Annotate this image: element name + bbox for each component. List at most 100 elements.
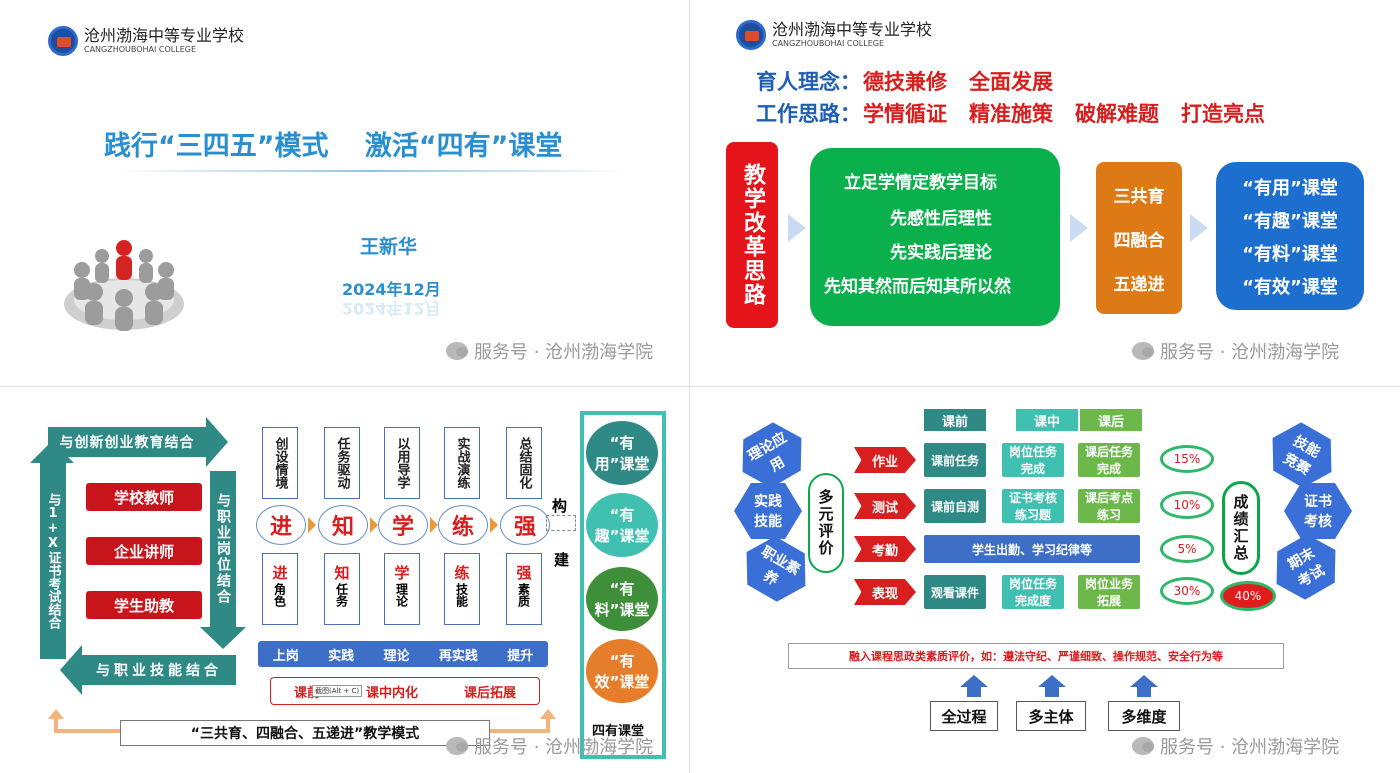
row-label-arrow: 测试 bbox=[854, 493, 916, 519]
stage-top-box: 创设情境 bbox=[262, 427, 298, 499]
dim-multi-subject: 多主体 bbox=[1016, 701, 1086, 731]
principle-line: 先感性后理性 bbox=[890, 209, 992, 229]
bottom-arrow: 与职业技能结合 bbox=[82, 655, 236, 685]
step-label: 实践 bbox=[328, 648, 355, 664]
green-principles-box: 立足学情定教学目标 先感性后理性 先实践后理论 先知其然而后知其所以然 bbox=[810, 148, 1060, 326]
stage-circle: 进 bbox=[256, 505, 306, 545]
watermark: 服务号 · 沧州渤海学院 bbox=[1132, 733, 1339, 759]
arrow-right-icon bbox=[1190, 214, 1208, 242]
class-line: “有趣”课堂 bbox=[1242, 210, 1338, 232]
stage-bottom-box: 学理论 bbox=[384, 553, 420, 625]
stage-goal: 任务 bbox=[334, 583, 349, 607]
row-percent: 15% bbox=[1160, 445, 1214, 473]
construct-label-2: 建 bbox=[554, 551, 570, 569]
stage-goal: 角色 bbox=[272, 583, 287, 607]
model-line: 三共育 bbox=[1113, 186, 1165, 207]
stage-goal: 技能 bbox=[454, 583, 469, 607]
principle-line: 立足学情定教学目标 bbox=[844, 173, 997, 193]
row-label-arrow: 表现 bbox=[854, 579, 916, 605]
eval-row-performance: 表现 观看课件 岗位任务完成度 岗位业务拓展 30% bbox=[854, 573, 1314, 613]
wechat-icon bbox=[446, 737, 468, 755]
row-cell: 课前任务 bbox=[924, 443, 986, 477]
stage-goal: 素质 bbox=[516, 583, 531, 607]
watermark: 服务号 · 沧州渤海学院 bbox=[1132, 338, 1339, 364]
bottom-box-row: 进角色 知任务 学理论 练技能 强素质 bbox=[262, 553, 542, 625]
approach-item: 打造亮点 bbox=[1181, 102, 1265, 126]
philosophy-item: 全面发展 bbox=[969, 70, 1053, 94]
principle-line: 先实践后理论 bbox=[890, 243, 992, 263]
stage-bottom-box: 强素质 bbox=[506, 553, 542, 625]
phase-label: 课中内化 bbox=[365, 685, 418, 701]
screenshot-tooltip: 截图(Alt + C) bbox=[312, 685, 363, 697]
class-circle-effective: “有效”课堂 bbox=[586, 639, 658, 703]
stage-bottom-box: 进角色 bbox=[262, 553, 298, 625]
column-head-in: 课中 bbox=[1016, 409, 1078, 431]
hex-professional-quality: 职业素养 bbox=[733, 528, 820, 610]
arrow-up-stem bbox=[967, 687, 981, 697]
row-label-arrow: 作业 bbox=[854, 447, 916, 473]
construct-label-1: 构 bbox=[552, 497, 568, 515]
reform-idea-box: 教学改革思路 bbox=[726, 142, 778, 328]
role-enterprise-lecturer: 企业讲师 bbox=[86, 537, 202, 565]
arrow-up-icon bbox=[1038, 675, 1066, 687]
hex-practice-skills: 实践技能 bbox=[734, 483, 802, 539]
date-reflection: 2024年12月 bbox=[342, 299, 441, 318]
loop-arrow-right bbox=[546, 713, 550, 731]
top-box-row: 创设情境 任务驱动 以用导学 实战演练 总结固化 bbox=[262, 427, 542, 499]
row-cell: 岗位任务完成度 bbox=[1002, 575, 1064, 609]
approach-line: 工作思路： 学情循证 精准施策 破解难题 打造亮点 bbox=[756, 98, 1265, 128]
role-student-assistant: 学生助教 bbox=[86, 591, 202, 619]
slide-date: 2024年12月 bbox=[342, 280, 441, 299]
philosophy-line: 育人理念： 德技兼修 全面发展 bbox=[756, 66, 1053, 96]
school-name-en: CANGZHOUBOHAI COLLEGE bbox=[84, 45, 197, 54]
school-badge-icon bbox=[48, 26, 78, 56]
top-arrow: 与创新创业教育结合 bbox=[48, 427, 206, 457]
slide-3: 与创新创业教育结合 与1+X证书考试结合 与职业岗位结合 与职业技能结合 学校教… bbox=[0, 387, 689, 773]
stage-circle: 强 bbox=[500, 505, 550, 545]
chevron-right-icon bbox=[308, 517, 316, 533]
row-cell: 观看课件 bbox=[924, 575, 986, 609]
people-circle-illustration bbox=[60, 226, 188, 336]
class-circle-fun: “有趣”课堂 bbox=[586, 493, 658, 557]
stage-key: 知 bbox=[334, 564, 350, 582]
right-arrow: 与职业岗位结合 bbox=[210, 471, 236, 627]
chevron-right-icon bbox=[430, 517, 438, 533]
philosophy-label: 育人理念： bbox=[756, 70, 861, 94]
stage-circle: 学 bbox=[378, 505, 428, 545]
phase-label: 课后拓展 bbox=[463, 685, 516, 701]
four-classes-frame bbox=[580, 411, 666, 759]
class-line: “有效”课堂 bbox=[1242, 276, 1338, 298]
ideology-eval-box: 融入课程思政类素质评价，如：遵法守纪、严谨细致、操作规范、安全行为等 bbox=[788, 643, 1284, 669]
stage-goal: 理论 bbox=[394, 583, 409, 607]
school-badge-icon bbox=[736, 20, 766, 50]
right-arrow-head bbox=[200, 627, 246, 649]
step-label: 理论 bbox=[383, 648, 410, 664]
school-name: 沧州渤海中等专业学校 bbox=[84, 26, 245, 45]
column-head-post: 课后 bbox=[1080, 409, 1142, 431]
loop-arrow-left-head bbox=[48, 709, 64, 719]
steps-bar: 上岗 实践 理论 再实践 提升 bbox=[258, 641, 548, 667]
row-cell: 岗位任务完成 bbox=[1002, 443, 1064, 477]
stage-bottom-box: 知任务 bbox=[324, 553, 360, 625]
eval-row-attendance: 考勤 学生出勤、学习纪律等 5% bbox=[854, 531, 1314, 567]
stage-circle: 知 bbox=[318, 505, 368, 545]
arrow-right-icon bbox=[788, 214, 806, 242]
philosophy-item: 德技兼修 bbox=[863, 70, 947, 94]
model-line: 五递进 bbox=[1113, 274, 1165, 295]
horizontal-divider bbox=[0, 386, 1400, 387]
title-underline bbox=[112, 170, 632, 172]
row-cell: 证书考核练习题 bbox=[1002, 489, 1064, 523]
row-cell: 课前自测 bbox=[924, 489, 986, 523]
arrow-up-stem bbox=[1137, 687, 1151, 697]
school-name: 沧州渤海中等专业学校 bbox=[772, 20, 933, 39]
row-percent: 30% bbox=[1160, 577, 1214, 605]
phases-bar: 课前 课中内化 课后拓展 bbox=[270, 677, 540, 705]
stage-bottom-box: 练技能 bbox=[444, 553, 480, 625]
stage-key: 学 bbox=[394, 564, 410, 582]
dim-multi-dimension: 多维度 bbox=[1108, 701, 1180, 731]
eval-row-homework: 作业 课前任务 岗位任务完成 课后任务完成 15% bbox=[854, 441, 1314, 481]
